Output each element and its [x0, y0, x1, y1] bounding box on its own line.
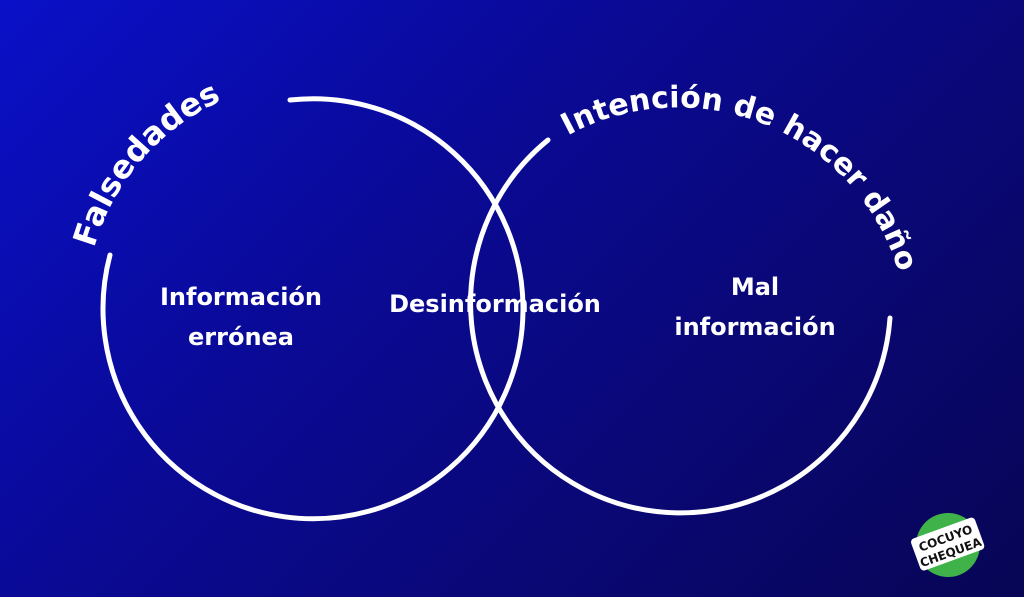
left-circle-label: Falsedades	[65, 73, 225, 250]
right-region-label-line2: información	[674, 313, 835, 341]
logo-plate	[911, 517, 985, 571]
right-circle-label: Intención de hacer daño	[555, 80, 924, 275]
right-region-label-line1: Mal	[731, 273, 779, 301]
left-region-label-line1: Información	[160, 283, 322, 311]
left-circle	[100, 96, 526, 522]
cocuyo-chequea-logo: COCUYO CHEQUEA	[911, 513, 985, 577]
left-region-label-line2: errónea	[188, 323, 294, 351]
right-circle	[468, 137, 893, 516]
intersection-label: Desinformación	[389, 290, 601, 318]
